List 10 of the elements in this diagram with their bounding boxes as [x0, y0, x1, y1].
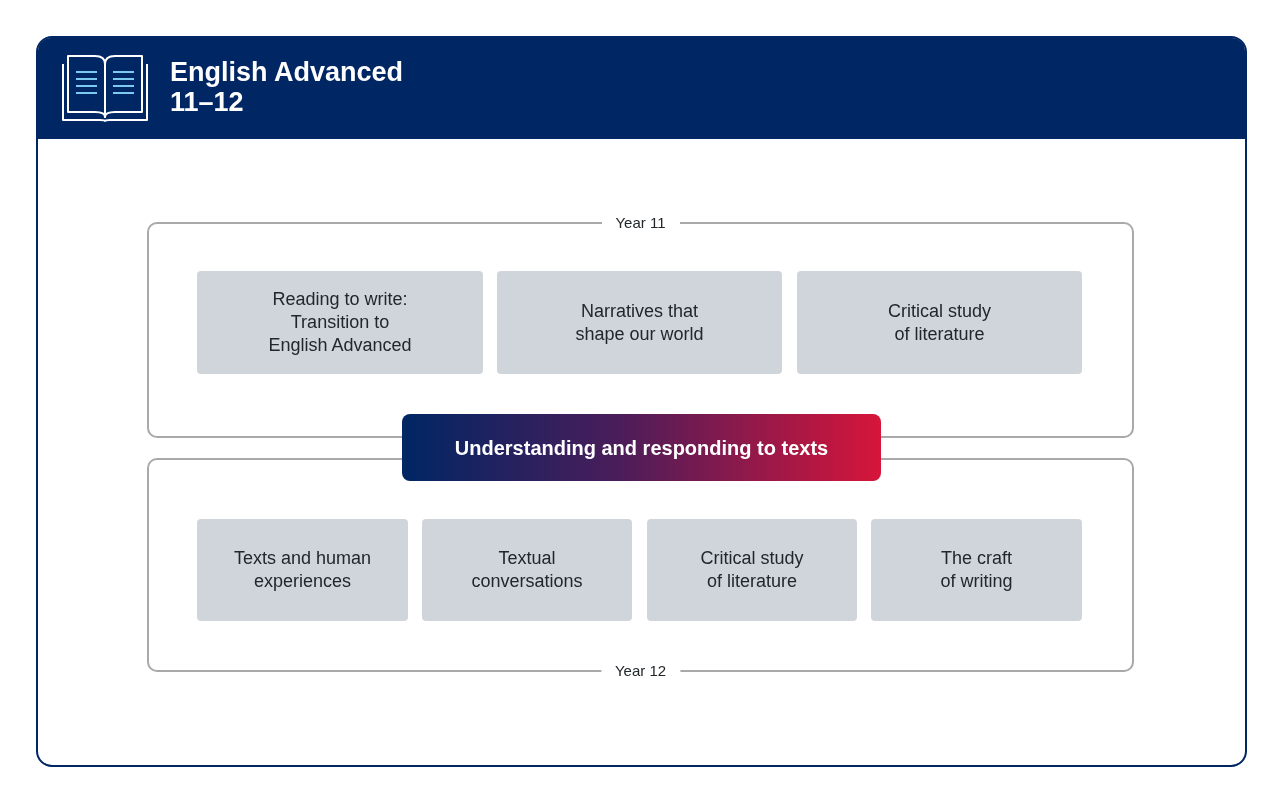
- unit-card: The craft of writing: [871, 519, 1082, 621]
- unit-card: Narratives that shape our world: [497, 271, 782, 374]
- unit-card: Reading to write: Transition to English Advanced: [197, 271, 483, 374]
- unit-card: Critical study of literature: [647, 519, 857, 621]
- unit-card: Textual conversations: [422, 519, 632, 621]
- course-card: [36, 36, 1247, 767]
- course-title: English Advanced 11–12: [170, 57, 405, 117]
- unit-card: Critical study of literature: [797, 271, 1082, 374]
- theme-banner: Understanding and responding to texts: [402, 414, 881, 481]
- unit-card: Texts and human experiences: [197, 519, 408, 621]
